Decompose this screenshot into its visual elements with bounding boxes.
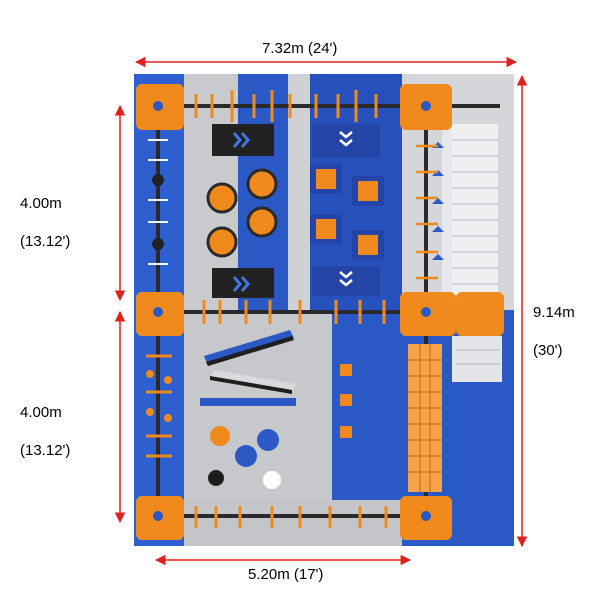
- bottom-width-label: 5.20m (17'): [248, 566, 324, 583]
- left-upper-feet-label: (13.12'): [20, 233, 71, 250]
- slanted-ramps: [200, 330, 296, 406]
- cargo-ladder: [408, 344, 442, 492]
- top-beam-rungs: [194, 90, 378, 122]
- left-lower-feet-label: (13.12'): [20, 442, 71, 459]
- vertical-beam: [340, 352, 352, 472]
- left-column-holds: [152, 174, 164, 250]
- left-lower-rungs: [146, 354, 172, 458]
- top-width-label: 7.32m (24'): [262, 40, 338, 57]
- bottom-beam-rungs: [194, 506, 388, 528]
- corner-post-caps: [153, 101, 431, 521]
- chevron-mat-top: [312, 124, 380, 158]
- middle-beam-rungs: [202, 300, 386, 324]
- left-column-rungs: [148, 139, 168, 265]
- left-lower-holds: [146, 370, 172, 422]
- right-column-ladder: [416, 144, 438, 280]
- stepping-pads: [208, 426, 281, 489]
- right-feet-label: (30'): [533, 342, 563, 359]
- right-meters-label: 9.14m: [533, 304, 575, 321]
- chevron-panel-top: [212, 124, 274, 156]
- chevron-mat-bottom: [312, 266, 380, 296]
- dimension-lines: [114, 56, 528, 566]
- left-upper-meters-label: 4.00m: [20, 195, 62, 212]
- right-steps: [452, 139, 500, 365]
- chevron-panel-bottom: [212, 268, 274, 298]
- left-lower-meters-label: 4.00m: [20, 404, 62, 421]
- orange-balls: [206, 168, 278, 258]
- square-blocks: [310, 164, 384, 260]
